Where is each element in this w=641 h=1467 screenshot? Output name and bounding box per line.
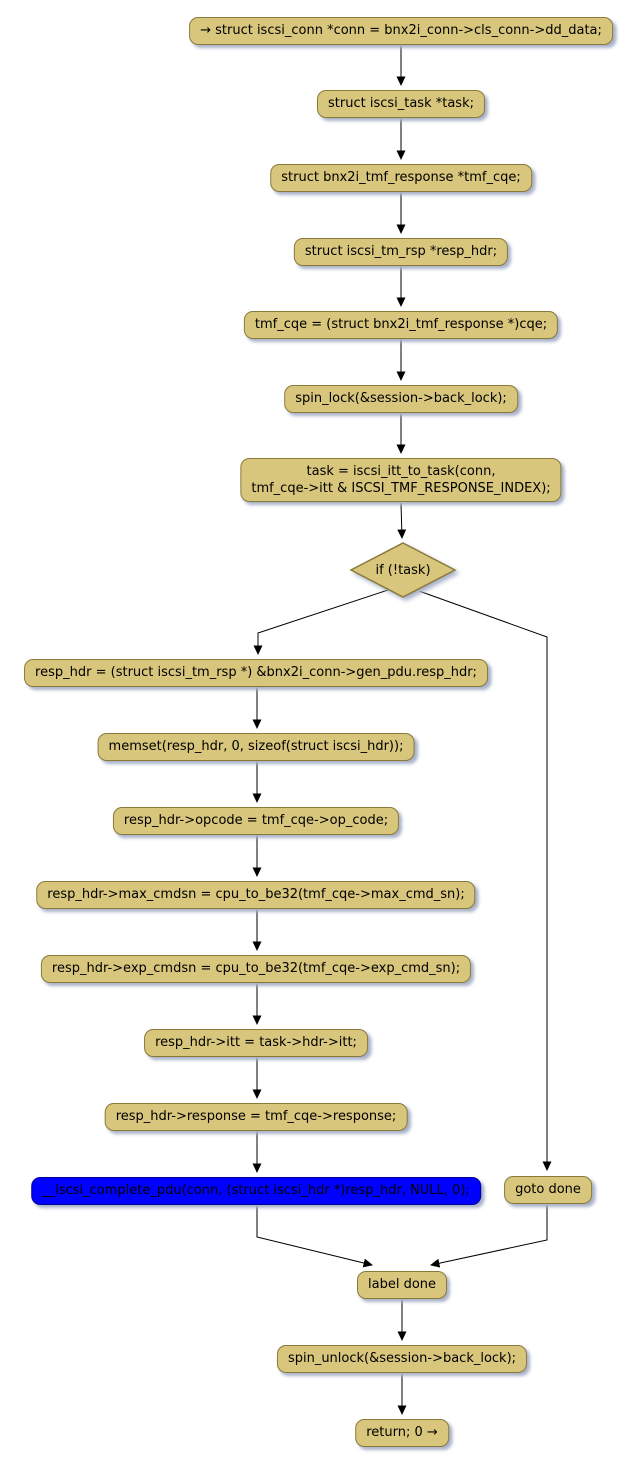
diamond-shape bbox=[349, 542, 457, 598]
flow-node-itt-to-task-line1: task = iscsi_itt_to_task(conn, bbox=[306, 464, 496, 479]
flow-node-return: return; 0 → bbox=[355, 1419, 449, 1447]
flow-node-start: → struct iscsi_conn *conn = bnx2i_conn->… bbox=[189, 17, 613, 45]
decision-if-not-task: if (!task) bbox=[349, 542, 457, 598]
edge-condition-false-branch bbox=[253, 588, 392, 655]
flow-node-decl-task: struct iscsi_task *task; bbox=[317, 90, 485, 118]
flow-node-complete-pdu-highlighted: __iscsi_complete_pdu(conn, (struct iscsi… bbox=[31, 1177, 481, 1205]
decision-label: if (!task) bbox=[375, 562, 431, 578]
flow-node-itt-assign: resp_hdr->itt = task->hdr->itt; bbox=[144, 1029, 368, 1057]
flow-node-itt-to-task: task = iscsi_itt_to_task(conn, tmf_cqe->… bbox=[240, 458, 562, 502]
flow-node-memset: memset(resp_hdr, 0, sizeof(struct iscsi_… bbox=[97, 733, 415, 761]
flow-node-spin-unlock: spin_unlock(&session->back_lock); bbox=[276, 1345, 528, 1373]
flow-node-assign-tmf-cqe: tmf_cqe = (struct bnx2i_tmf_response *)c… bbox=[243, 311, 559, 339]
flow-node-opcode: resp_hdr->opcode = tmf_cqe->op_code; bbox=[112, 807, 400, 835]
flow-node-itt-to-task-line2: tmf_cqe->itt & ISCSI_TMF_RESPONSE_INDEX)… bbox=[251, 481, 551, 496]
flow-node-goto-done: goto done bbox=[504, 1176, 592, 1204]
flow-node-decl-tmf-cqe: struct bnx2i_tmf_response *tmf_cqe; bbox=[270, 164, 532, 192]
flow-node-exp-cmdsn: resp_hdr->exp_cmdsn = cpu_to_be32(tmf_cq… bbox=[40, 955, 472, 983]
edge-goto-done-to-done bbox=[430, 1204, 548, 1268]
edge-itt-to-condition bbox=[397, 502, 407, 539]
flow-node-response: resp_hdr->response = tmf_cqe->response; bbox=[104, 1103, 408, 1131]
edge-complete-pdu-to-done bbox=[256, 1205, 373, 1268]
flow-node-resp-hdr-assign: resp_hdr = (struct iscsi_tm_rsp *) &bnx2… bbox=[24, 659, 488, 687]
flow-node-max-cmdsn: resp_hdr->max_cmdsn = cpu_to_be32(tmf_cq… bbox=[36, 881, 476, 909]
flow-node-spin-lock: spin_lock(&session->back_lock); bbox=[284, 385, 518, 413]
flow-node-label-done: label done bbox=[356, 1271, 448, 1299]
flow-node-decl-resp-hdr: struct iscsi_tm_rsp *resp_hdr; bbox=[293, 238, 509, 266]
